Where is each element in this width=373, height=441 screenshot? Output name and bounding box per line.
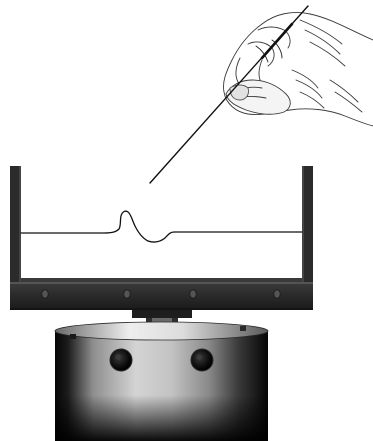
cylindrical-stage bbox=[55, 322, 268, 441]
base-plate bbox=[10, 282, 313, 310]
container bbox=[10, 166, 313, 286]
stage-port-left bbox=[110, 349, 132, 371]
hand-drawing bbox=[223, 12, 373, 126]
screw-2 bbox=[124, 290, 130, 298]
screw-4 bbox=[274, 290, 280, 298]
liquid-surface-line bbox=[21, 211, 302, 242]
screw-1 bbox=[42, 290, 48, 298]
stage-port-right bbox=[191, 349, 213, 371]
screw-3 bbox=[190, 290, 196, 298]
